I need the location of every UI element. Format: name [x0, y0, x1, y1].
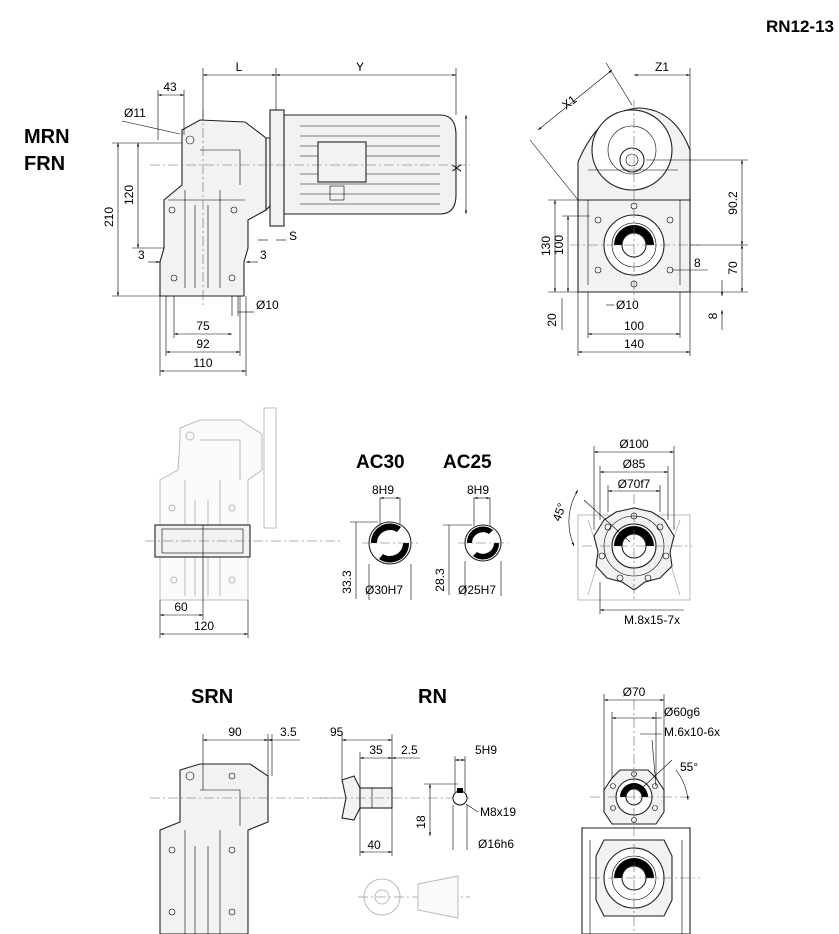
ac30-key: 8H9 — [372, 483, 394, 497]
dim-Y: Y — [356, 60, 364, 74]
dim-100-vertical: 100 — [552, 235, 566, 255]
flange2-d60g6: Ø60g6 — [664, 705, 700, 719]
dim-60: 60 — [174, 600, 188, 614]
series-label-rn: RN — [418, 686, 447, 708]
rn-key: 5H9 — [475, 743, 497, 757]
rn-thread: M8x19 — [480, 805, 516, 819]
dim-X1: X1 — [559, 92, 579, 112]
view-flange-rn: Ø70 Ø60g6 M.6x10-6x 55° — [581, 685, 720, 934]
ac25-height: 28.3 — [433, 568, 447, 592]
shaft-label-ac25: AC25 — [443, 452, 492, 473]
dim-S: S — [289, 229, 297, 243]
ac25-key: 8H9 — [467, 483, 489, 497]
view-rn-shaft: 95 35 2.5 40 5H9 18 M8x19 Ø16h6 — [320, 725, 516, 919]
dim-92: 92 — [196, 337, 210, 351]
view-srn: 90 3.5 — [150, 725, 340, 934]
shaft-label-ac30: AC30 — [356, 452, 405, 473]
view-side-motor: 43 L Y Ø11 X 120 210 S 3 3 Ø10 75 92 110 — [102, 60, 470, 376]
dim-Z1: Z1 — [655, 60, 669, 74]
rn-dim-40: 40 — [367, 838, 381, 852]
rn-dim-35: 35 — [369, 743, 383, 757]
dim-110: 110 — [193, 356, 212, 370]
dim-130: 130 — [539, 236, 553, 256]
dim-120: 120 — [122, 185, 136, 205]
series-label-frn: FRN — [24, 153, 65, 175]
section-ac25: 8H9 28.3 Ø25H7 — [433, 483, 508, 597]
dim-210: 210 — [102, 207, 116, 227]
dim-d10-front: Ø10 — [616, 298, 639, 312]
rn-shaft: Ø16h6 — [478, 837, 514, 851]
ac30-height: 33.3 — [340, 570, 354, 594]
flange-d70f7: Ø70f7 — [618, 477, 651, 491]
flange2-d70: Ø70 — [623, 685, 646, 699]
srn-dim-3-5: 3.5 — [280, 725, 297, 739]
dim-8-right: 8 — [694, 256, 701, 270]
dim-L: L — [236, 60, 243, 74]
srn-dim-90: 90 — [228, 725, 242, 739]
view-hollow-shaft: 60 120 — [145, 407, 340, 638]
rn-dim-18: 18 — [414, 815, 428, 829]
flange2-angle: 55° — [680, 760, 698, 774]
ac30-bore: Ø30H7 — [365, 583, 403, 597]
rn-dim-95: 95 — [330, 725, 344, 739]
flange-angle: 45° — [550, 501, 569, 523]
dim-100-horizontal: 100 — [624, 319, 644, 333]
rn-dim-2-5: 2.5 — [401, 743, 418, 757]
dim-3-right: 3 — [260, 248, 267, 262]
flange-holes: M.8x15-7x — [624, 613, 680, 627]
dim-20: 20 — [545, 313, 559, 327]
series-label-mrn: MRN — [24, 126, 70, 148]
ac25-bore: Ø25H7 — [458, 583, 496, 597]
dim-75: 75 — [196, 319, 210, 333]
dim-X: X — [450, 164, 464, 172]
dim-3-left: 3 — [138, 248, 145, 262]
dim-d11: Ø11 — [124, 106, 146, 120]
dim-8-bottom: 8 — [706, 312, 720, 319]
view-front: X1 Z1 90.2 70 8 130 100 20 Ø10 8 100 140 — [529, 60, 748, 356]
flange-d85: Ø85 — [623, 457, 646, 471]
dim-140: 140 — [624, 337, 644, 351]
page-code: RN12-13 — [766, 17, 834, 36]
flange2-holes: M.6x10-6x — [664, 725, 720, 739]
dim-120-shaft: 120 — [194, 619, 214, 633]
dim-43: 43 — [163, 80, 177, 94]
view-flange: Ø100 Ø85 Ø70f7 45° M.8x15-7x — [550, 437, 692, 627]
series-label-srn: SRN — [191, 686, 233, 708]
dim-90-2: 90.2 — [726, 191, 740, 215]
section-ac30: 8H9 33.3 Ø30H7 — [340, 483, 418, 600]
flange-d100: Ø100 — [619, 437, 649, 451]
dim-70: 70 — [726, 261, 740, 275]
dim-d10: Ø10 — [256, 298, 279, 312]
